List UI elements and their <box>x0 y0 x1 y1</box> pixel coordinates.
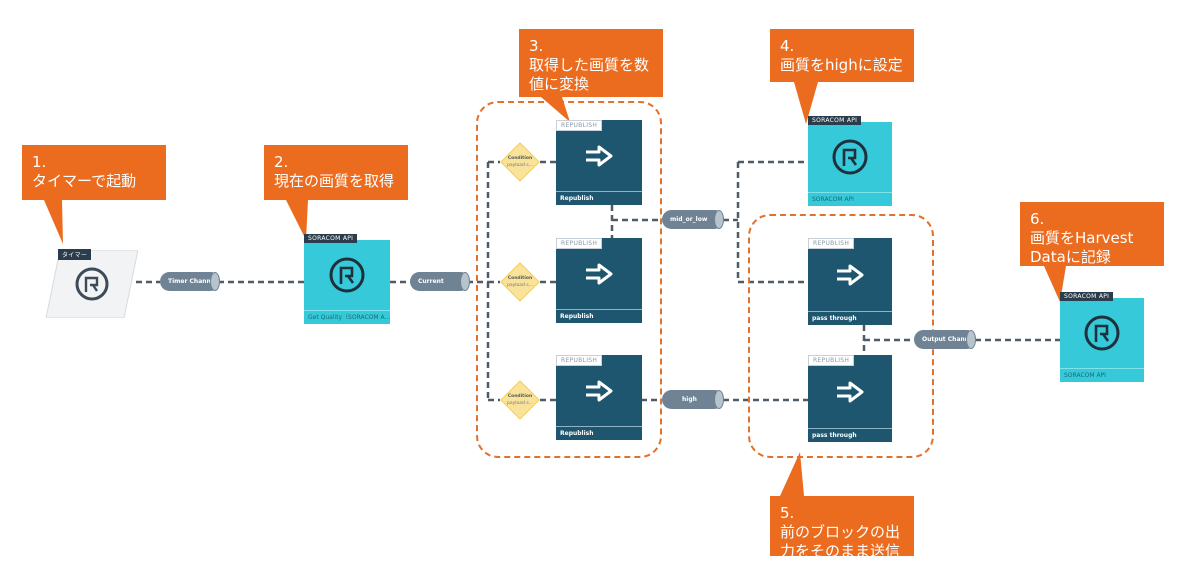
arrow-icon <box>837 381 864 403</box>
pass-through-block-2[interactable]: REPUBLISH pass through <box>808 355 892 442</box>
timer-block[interactable]: タイマー <box>45 249 139 319</box>
block-tag: SORACOM API <box>808 116 862 125</box>
soracom-icon <box>75 267 109 301</box>
arrow-icon <box>837 264 864 286</box>
block-tag: REPUBLISH <box>556 355 603 366</box>
arrow-icon <box>586 380 613 402</box>
current-quality-channel[interactable]: Current Quality <box>410 272 470 304</box>
arrow-icon <box>586 145 613 167</box>
callout-2: 2. 現在の画質を取得 <box>264 145 408 200</box>
callout-3: 3. 取得した画質を数 値に変換 <box>519 29 663 97</box>
wire-pass-to-output <box>862 325 914 355</box>
block-footer: Get Quality（SORACOM A... <box>304 310 390 324</box>
soracom-icon <box>329 257 365 293</box>
harvest-block[interactable]: SORACOM API SORACOM API <box>1060 292 1144 382</box>
condition-diamond <box>500 262 540 302</box>
condition-diamond <box>500 142 540 182</box>
wire-conditions-to-republish <box>540 160 556 402</box>
high-channel[interactable]: high <box>662 390 724 409</box>
soracom-icon <box>1084 315 1120 351</box>
block-tag: REPUBLISH <box>556 238 603 249</box>
block-tag: タイマー <box>58 249 92 260</box>
condition-expression: payload.s... <box>507 163 533 168</box>
condition-node-1[interactable]: Condition payload.s... <box>500 142 540 182</box>
arrow-icon <box>586 263 613 285</box>
condition-title: Condition <box>507 394 533 399</box>
condition-title: Condition <box>507 276 533 281</box>
block-tag: SORACOM API <box>1060 292 1114 301</box>
block-footer: Republish <box>556 191 642 205</box>
block-tag: SORACOM API <box>304 234 358 243</box>
block-footer: Republish <box>556 426 642 440</box>
timer-shape <box>45 249 139 319</box>
wire-midlow-to-targets <box>723 160 808 284</box>
block-tag: REPUBLISH <box>808 238 855 249</box>
republish-block-2[interactable]: REPUBLISH Republish <box>556 238 642 323</box>
callout-6: 6. 画質をHarvest Dataに記録 <box>1020 202 1164 266</box>
condition-diamond <box>500 380 540 420</box>
mid-or-low-channel[interactable]: mid_or_low <box>662 210 724 229</box>
block-footer: SORACOM API <box>808 192 892 206</box>
wire-republish-to-midlow <box>610 205 662 240</box>
condition-node-3[interactable]: Condition payload.s... <box>500 380 540 420</box>
condition-expression: payload.s... <box>507 401 533 406</box>
soracom-icon <box>832 139 868 175</box>
republish-block-3[interactable]: REPUBLISH Republish <box>556 355 642 440</box>
block-tag: REPUBLISH <box>556 120 603 131</box>
set-high-block[interactable]: SORACOM API SORACOM API <box>808 116 892 206</box>
timer-channel[interactable]: Timer Channel <box>160 272 220 291</box>
republish-block-1[interactable]: REPUBLISH Republish <box>556 120 642 205</box>
condition-node-2[interactable]: Condition payload.s... <box>500 262 540 302</box>
callout-1: 1. タイマーで起動 <box>22 145 166 200</box>
condition-expression: payload.s... <box>507 283 533 288</box>
callout-5: 5. 前のブロックの出 力をそのまま送信 <box>770 496 914 560</box>
pass-through-block-1[interactable]: REPUBLISH pass through <box>808 238 892 325</box>
block-footer: SORACOM API <box>1060 368 1144 382</box>
block-footer: pass through <box>808 428 892 442</box>
block-footer: pass through <box>808 311 892 325</box>
block-footer: Republish <box>556 309 642 323</box>
get-quality-block[interactable]: SORACOM API Get Quality（SORACOM A... <box>304 234 390 324</box>
block-tag: REPUBLISH <box>808 355 855 366</box>
condition-title: Condition <box>507 156 533 161</box>
callout-4: 4. 画質をhighに設定 <box>770 29 914 82</box>
output-channel[interactable]: Output Channel <box>914 330 976 349</box>
